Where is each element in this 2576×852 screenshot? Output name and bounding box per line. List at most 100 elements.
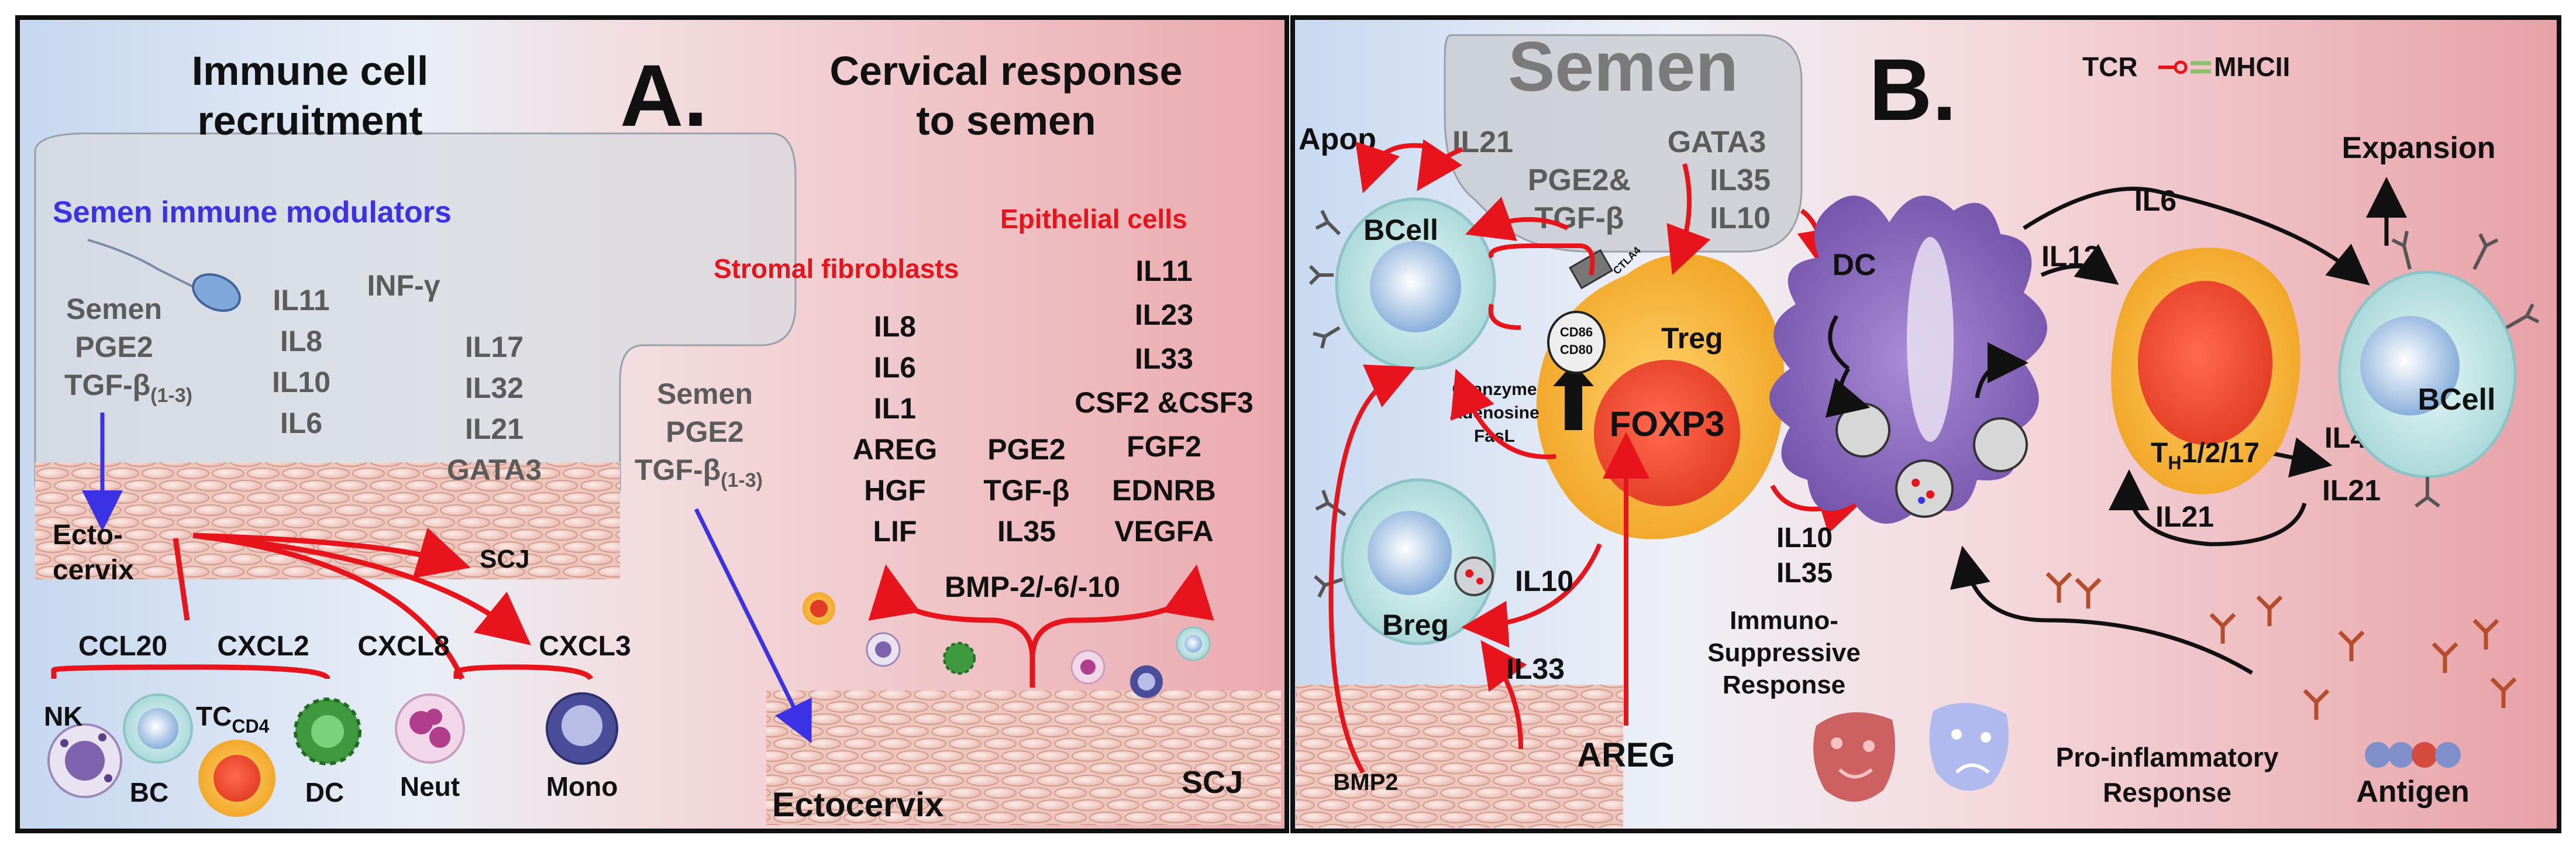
immuno-line2: Suppressive (1707, 638, 1861, 667)
stromal-hgf: HGF (864, 474, 926, 507)
cd86-label: CD86 (1560, 325, 1593, 339)
apop-label: Apop (1299, 122, 1376, 156)
epi-fgf2: FGF2 (1127, 430, 1201, 463)
semen-cloud-b (1444, 34, 1803, 253)
dc-label-a: DC (305, 777, 344, 808)
il21-label-a: IL21 (465, 413, 524, 445)
dc-label-b: DC (1832, 248, 1876, 282)
tcr-mhcii-icon (2158, 60, 2211, 74)
pge2-label-a2: PGE2 (666, 415, 743, 448)
right-title-line2: to semen (916, 98, 1096, 143)
epi-vegfa: VEGFA (1114, 515, 1213, 548)
semen-label-a2: Semen (657, 377, 753, 410)
stromal-il6: IL6 (874, 351, 916, 384)
ectocervix-label-line2: cervix (53, 555, 134, 586)
tgfb-label-a2: TGF-β(1-3) (635, 454, 763, 492)
stromal-areg: AREG (853, 433, 937, 466)
tc-label: TCCD4 (196, 701, 270, 737)
mid-pge2: PGE2 (987, 433, 1065, 466)
pge2-semen-b: PGE2& (1528, 163, 1631, 197)
stromal-il1: IL1 (874, 392, 916, 425)
neut-label: Neut (400, 771, 460, 802)
il17-label-a: IL17 (465, 331, 524, 363)
antigen-icon (2365, 742, 2461, 768)
epi-il33: IL33 (1135, 342, 1193, 375)
tissue-b (1296, 685, 1623, 828)
pro-inflammatory-mask-icon (1813, 712, 1895, 802)
cxcl8-label: CXCL8 (357, 631, 449, 662)
bc-cell-icon (123, 693, 193, 764)
breg-icon (1314, 478, 1496, 645)
proinflam-line2: Response (2103, 777, 2231, 808)
pge2-label-a: PGE2 (75, 331, 153, 363)
panel-b-letter: B. (1869, 40, 1957, 139)
immuno-line3: Response (1723, 671, 1845, 699)
il11-label-a: IL11 (273, 284, 329, 317)
cxcl2-label: CXCL2 (217, 631, 309, 662)
th-label: TH1/2/17 (2151, 438, 2260, 473)
dc-cell-icon-b (1769, 195, 2047, 524)
expansion-label: Expansion (2342, 131, 2496, 165)
adenosine-label: Adenosine (1449, 403, 1539, 422)
treg-label: Treg (1661, 322, 1723, 355)
il6-label-a: IL6 (280, 407, 322, 439)
il8-label-a: IL8 (280, 325, 322, 358)
antigen-label: Antigen (2356, 775, 2470, 809)
th-cell-icon (2111, 248, 2301, 494)
foxp3-up-arrow-icon (1553, 363, 1594, 430)
epi-il11: IL11 (1135, 255, 1192, 287)
il10-semen-b: IL10 (1710, 201, 1771, 235)
gata3-label-a: GATA3 (447, 454, 542, 486)
treg-red-arrows (1328, 139, 1866, 774)
breg-label: Breg (1382, 609, 1449, 641)
infg-label: INF-γ (367, 269, 440, 302)
il35-semen-b: IL35 (1710, 163, 1771, 197)
cxcl3-label: CXCL3 (539, 631, 631, 662)
stromal-fibroblasts-title: Stromal fibroblasts (714, 253, 959, 284)
nk-label: NK (44, 701, 82, 731)
recruitment-arrows (51, 527, 594, 681)
neut-cell-icon (395, 693, 465, 764)
tgfb-label-a: TGF-β(1-3) (64, 369, 192, 407)
proinflam-line1: Pro-inflammatory (2056, 742, 2279, 772)
mid-tgfb: TGF-β (983, 474, 1069, 507)
ectocervix-tissue-bottom (766, 690, 1281, 825)
mono-label: Mono (546, 771, 618, 802)
epi-csf: CSF2 &CSF3 (1075, 386, 1253, 419)
bcell-left-label: BCell (1363, 214, 1438, 246)
stromal-il8: IL8 (874, 310, 916, 343)
nk-cell-icon (47, 723, 122, 798)
tcr-label: TCR (2082, 51, 2138, 82)
panel-a: Immune cell recruitment A. Cervical resp… (15, 15, 1289, 833)
panel-a-letter: A. (620, 46, 708, 145)
epi-il23: IL23 (1135, 298, 1193, 331)
mono-cell-icon (546, 692, 618, 765)
il32-label-a: IL32 (465, 372, 524, 404)
panel-b: Semen B. IL21 PGE2& TGF-β GATA3 IL35 IL1… (1290, 15, 2561, 833)
il10-breg-label: IL10 (1515, 565, 1573, 597)
il21-right-label: IL21 (2322, 474, 2381, 507)
mhcii-label: MHCII (2214, 51, 2290, 82)
bcell-left-icon (1308, 197, 1496, 370)
ectocervix-tissue-left (35, 462, 620, 579)
foxp3-label: FOXP3 (1610, 404, 1725, 444)
tgfb-semen-b: TGF-β (1534, 201, 1624, 235)
epithelial-cells-title: Epithelial cells (1000, 204, 1187, 234)
epi-ednrb: EDNRB (1112, 474, 1216, 507)
small-cells-group (803, 592, 1211, 698)
scj-left-label: SCJ (480, 545, 530, 573)
gata3-semen-b: GATA3 (1668, 125, 1766, 159)
il10-il35-line1: IL10 (1776, 523, 1833, 554)
sperm-icon (87, 239, 241, 312)
semen-title-b: Semen (1508, 28, 1738, 106)
scj-bottom-label: SCJ (1182, 765, 1243, 800)
bmp2-label: BMP2 (1333, 769, 1398, 795)
il10-label-a: IL10 (272, 366, 330, 398)
semen-label-a: Semen (66, 293, 162, 325)
ccl20-label: CCL20 (78, 631, 167, 662)
il10-il35-line2: IL35 (1776, 558, 1833, 589)
il6-label-b: IL6 (2134, 184, 2176, 217)
mid-il35: IL35 (997, 515, 1056, 548)
black-arrows (1825, 177, 2407, 675)
